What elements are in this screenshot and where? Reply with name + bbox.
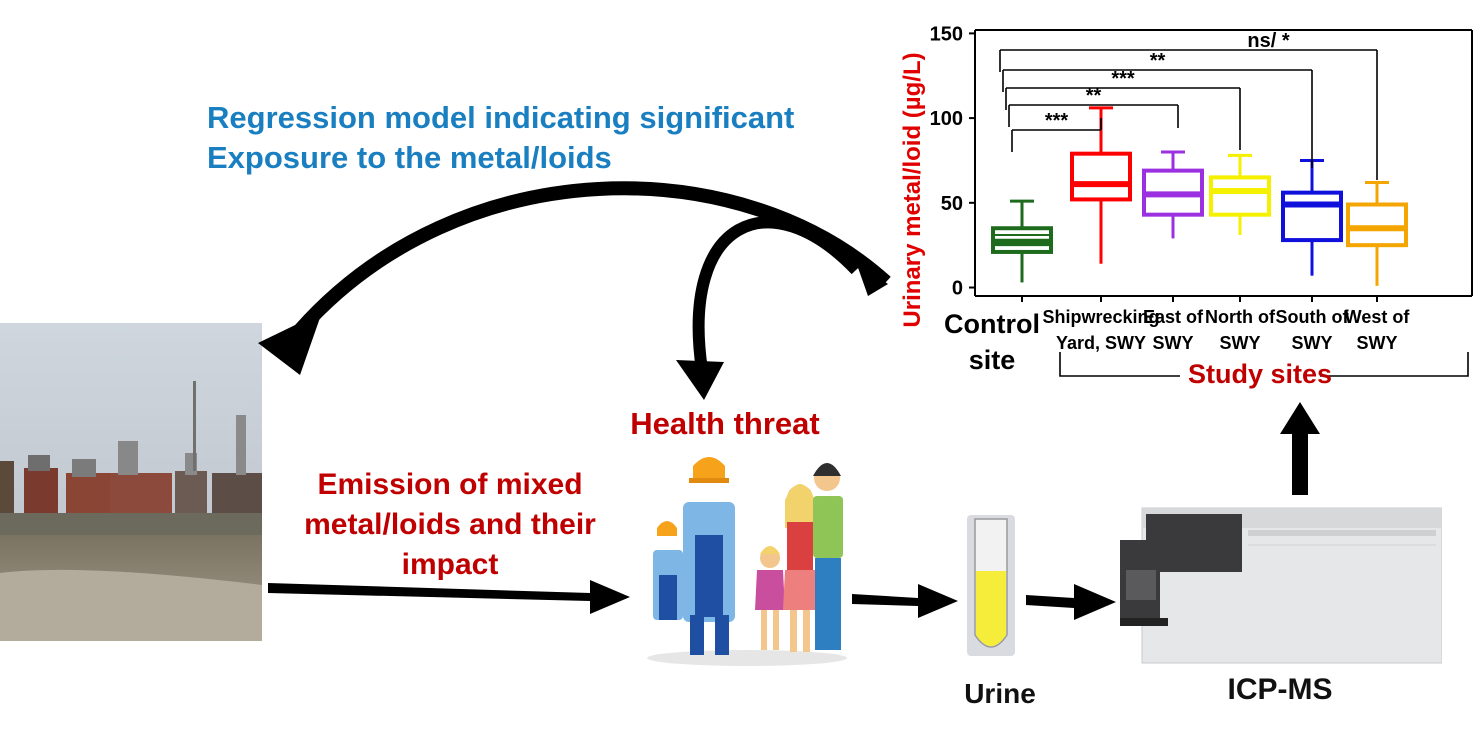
sig-bracket-4: ** <box>1002 50 1313 168</box>
sig-bracket-2: ** <box>1008 85 1179 128</box>
sig-label: *** <box>1111 68 1135 90</box>
box-1 <box>991 199 1053 283</box>
y-tick-label: 150 <box>930 23 963 45</box>
worker-icon <box>683 457 735 655</box>
sig-bracket-1: *** <box>1011 110 1102 152</box>
sig-bracket-5: ns/ * <box>999 30 1378 180</box>
sig-label: ns/ * <box>1247 30 1289 52</box>
icpms-label: ICP-MS <box>1227 673 1333 706</box>
beach <box>0 569 262 641</box>
worker-small-icon <box>653 521 683 620</box>
urine-tube <box>967 515 1015 656</box>
group-bracket-left <box>1059 352 1180 377</box>
group-bracket-right <box>1320 352 1469 377</box>
significance-brackets: **********ns/ * <box>999 30 1378 180</box>
box-iqr <box>1070 151 1132 202</box>
feedback-arrow-to-photo <box>258 181 891 375</box>
box-6 <box>1346 180 1408 286</box>
box-3 <box>1142 150 1204 239</box>
family-icon <box>755 463 843 652</box>
emission-arrow <box>268 580 630 614</box>
sig-bracket-3: *** <box>1005 68 1241 150</box>
y-tick-label: 100 <box>930 108 963 130</box>
fence <box>0 513 262 535</box>
box-iqr <box>1281 190 1343 243</box>
people-illustration <box>647 457 847 666</box>
y-axis-label: Urinary metal/loid (µg/L) <box>899 52 926 327</box>
box-2 <box>1070 106 1132 264</box>
box-iqr <box>1346 202 1408 248</box>
box-iqr <box>1209 175 1271 217</box>
emission-line1: Emission of mixed <box>317 468 583 501</box>
sig-label: ** <box>1150 50 1166 72</box>
people-to-urine-arrow <box>852 584 958 618</box>
y-tick-label: 50 <box>941 193 963 215</box>
ship-hulls <box>0 381 262 516</box>
box-5 <box>1281 158 1343 276</box>
emission-note: Emission of mixed metal/loids and their … <box>270 465 630 585</box>
box-4 <box>1209 153 1271 236</box>
icpms-to-chart-arrow <box>1280 402 1320 495</box>
health-threat-label: Health threat <box>630 406 820 441</box>
icpms-instrument <box>1120 507 1442 664</box>
chart-boxes <box>991 106 1408 286</box>
urine-label: Urine <box>964 678 1036 709</box>
emission-line2: metal/loids and their <box>304 508 596 541</box>
y-tick-label: 0 <box>952 278 963 300</box>
study-sites-label: Study sites <box>1188 359 1332 389</box>
emission-line3: impact <box>401 548 499 581</box>
regression-note-line1: Regression model indicating significant <box>207 100 795 135</box>
sig-label: *** <box>1045 110 1069 132</box>
shipyard-photo <box>0 323 262 641</box>
sig-label: ** <box>1086 85 1102 107</box>
regression-note-line2: Exposure to the metal/loids <box>207 140 612 175</box>
regression-note: Regression model indicating significant … <box>207 98 867 178</box>
urine-to-icpms-arrow <box>1026 584 1116 620</box>
feedback-arrow-to-health <box>676 216 861 400</box>
